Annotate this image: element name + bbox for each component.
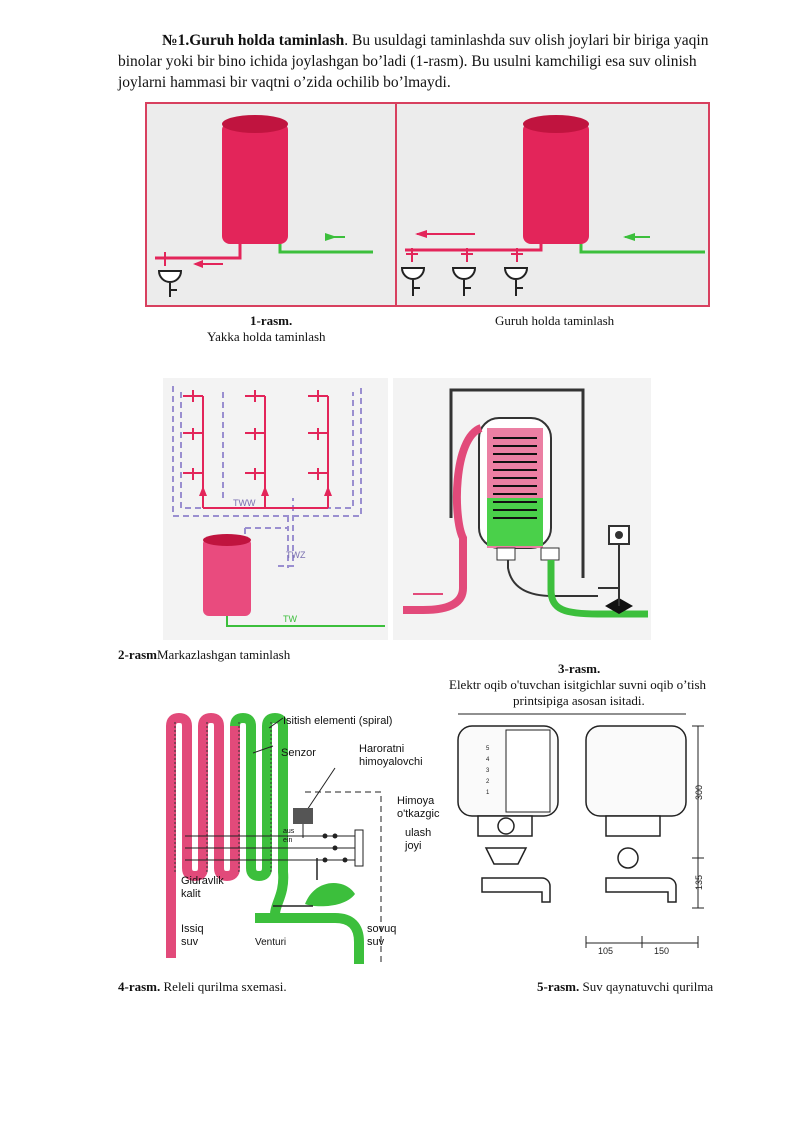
fig5-caption: 5-rasm. Suv qaynatuvchi qurilma — [537, 978, 713, 995]
scale-1: 1 — [486, 790, 490, 796]
dim-300: 300 — [694, 785, 704, 800]
fig1-caption-right: Guruh holda taminlash — [495, 313, 615, 328]
label-venturi: Venturi — [255, 937, 286, 948]
label-himoya-2: o'tkazgic — [397, 808, 440, 820]
fig2-number: 2-rasm — [118, 647, 157, 662]
intro-paragraph: №1.Guruh holda taminlash. Bu usuldagi ta… — [118, 30, 730, 93]
tank-right — [523, 115, 589, 244]
intro-heading: №1.Guruh holda taminlash — [162, 32, 345, 49]
label-aus: aus — [283, 828, 295, 835]
label-issiq-1: Issiq — [181, 923, 204, 935]
fig3-caption-line1: Elektr oqib o'tuvchan isitgichlar suvni … — [449, 677, 707, 692]
tank-left — [222, 115, 288, 244]
label-ein: ein — [283, 837, 292, 844]
figure-5-image: 5 4 3 2 1 300 135 105 150 — [446, 708, 720, 958]
fig5-number: 5-rasm. — [537, 979, 580, 994]
label-gidr-1: Gidravlik — [181, 875, 224, 887]
label-sovuq-2: suv — [367, 936, 385, 948]
fig4-caption-text: Releli qurilma sxemasi. — [163, 979, 287, 994]
scale-2: 2 — [486, 779, 490, 785]
scale-4: 4 — [486, 757, 490, 763]
fig3-number: 3-rasm. — [558, 661, 601, 676]
scale-3: 3 — [486, 768, 490, 774]
label-twz: TWZ — [286, 550, 306, 560]
label-tw: TW — [283, 614, 297, 624]
fig5-caption-text: Suv qaynatuvchi qurilma — [582, 979, 714, 994]
fig4-caption: 4-rasm. Releli qurilma sxemasi. — [118, 978, 287, 995]
label-tww: TWW — [233, 498, 256, 508]
intro-text: . Bu usuldagi taminlashda suv olish joyl… — [118, 32, 709, 91]
label-himoya-1: Himoya — [397, 795, 435, 807]
fig3-caption-line2: printsipiga asosan isitadi. — [513, 693, 645, 708]
fig4-number: 4-rasm. — [118, 979, 161, 994]
fig1-caption-left: Yakka holda taminlash — [207, 329, 326, 344]
tank-central — [203, 534, 251, 616]
fig2-caption-text: Markazlashgan taminlash — [157, 647, 291, 662]
dim-135: 135 — [694, 875, 704, 890]
label-spiral: Isitish elementi (spiral) — [283, 715, 392, 727]
dim-150: 150 — [654, 946, 669, 956]
fig2-caption: 2-rasmMarkazlashgan taminlash — [118, 646, 290, 663]
label-gidr-2: kalit — [181, 888, 201, 900]
figure-4-image: Isitish elementi (spiral) Senzor Harorat… — [145, 708, 441, 966]
figure-1-image — [145, 102, 710, 307]
fig1-number: 1-rasm. — [250, 313, 293, 328]
label-issiq-2: suv — [181, 936, 199, 948]
label-thermo-2: himoyalovchi — [359, 756, 423, 768]
label-sensor: Senzor — [281, 747, 316, 759]
label-sovuq-1: sovuq — [367, 923, 396, 935]
label-ulash-2: joyi — [404, 840, 422, 852]
label-thermo-1: Haroratni — [359, 743, 404, 755]
figure-3-image — [393, 378, 651, 640]
label-ulash-1: ulash — [405, 827, 431, 839]
figure-2-image: TWW TWZ TW — [163, 378, 388, 640]
dim-105: 105 — [598, 946, 613, 956]
scale-5: 5 — [486, 746, 490, 752]
